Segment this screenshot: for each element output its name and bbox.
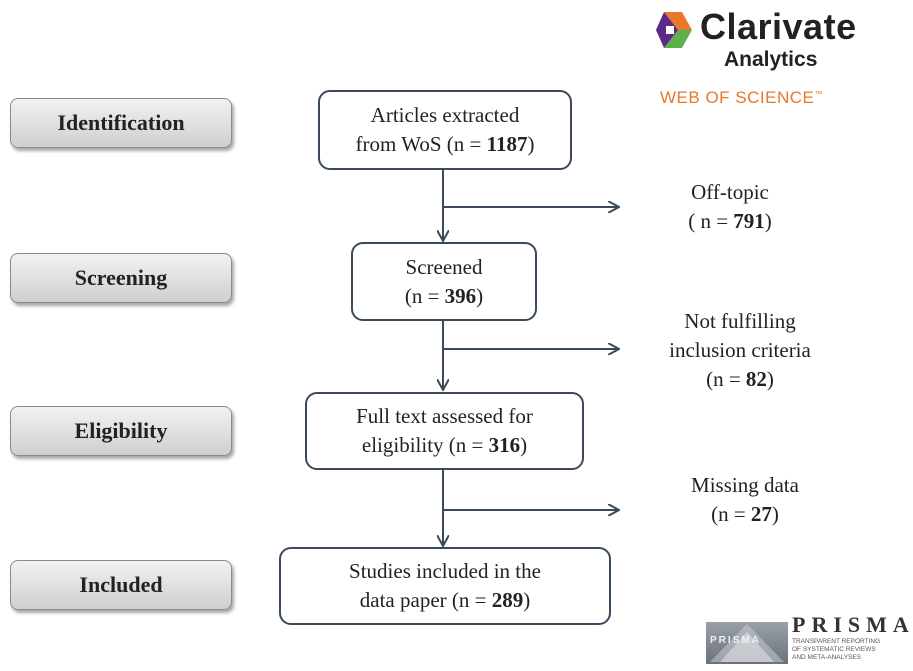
count-offtopic: 791 <box>733 209 765 233</box>
box-screened: Screened (n = 396) <box>351 242 537 321</box>
box-extracted-line2: from WoS (n = 1187) <box>355 132 535 156</box>
box-included-line1: Studies included in the <box>349 559 541 583</box>
count-extracted: 1187 <box>486 132 528 156</box>
prisma-logo: PRISMA PRISMA TRANSPARENT REPORTING of S… <box>706 612 912 670</box>
box-articles-extracted: Articles extracted from WoS (n = 1187) <box>318 90 572 170</box>
box-fulltext-assessed: Full text assessed for eligibility (n = … <box>305 392 584 470</box>
phase-included-label: Included <box>79 572 163 597</box>
missing-line2: (n = 27) <box>711 502 779 526</box>
phase-identification-label: Identification <box>57 110 185 135</box>
box-fulltext-line2: eligibility (n = 316) <box>361 433 528 457</box>
offtopic-line1: Off-topic <box>691 180 769 204</box>
exclusion-offtopic: Off-topic ( n = 791) <box>640 178 820 236</box>
clarivate-wordmark: Clarivate <box>700 6 857 47</box>
phase-screening: Screening <box>10 253 232 303</box>
box-extracted-line1: Articles extracted <box>370 103 520 127</box>
count-fulltext: 316 <box>488 433 521 457</box>
phase-eligibility: Eligibility <box>10 406 232 456</box>
missing-line1: Missing data <box>691 473 799 497</box>
exclusion-missing-data: Missing data (n = 27) <box>660 471 830 529</box>
prisma-title: PRISMA <box>792 612 913 637</box>
notfulfilling-line3: (n = 82) <box>706 367 774 391</box>
notfulfilling-line1: Not fulfilling <box>684 309 796 333</box>
box-screened-line2: (n = 396) <box>404 283 484 308</box>
box-screened-line1: Screened <box>405 254 483 279</box>
count-notfulfilling: 82 <box>745 367 767 391</box>
box-studies-included: Studies included in the data paper (n = … <box>279 547 611 625</box>
phase-included: Included <box>10 560 232 610</box>
phase-identification: Identification <box>10 98 232 148</box>
prisma-subtitle: TRANSPARENT REPORTING of SYSTEMATIC REVI… <box>792 638 881 661</box>
count-included: 289 <box>491 588 524 612</box>
notfulfilling-line2: inclusion criteria <box>669 338 811 362</box>
box-fulltext-line1: Full text assessed for <box>356 404 533 428</box>
web-of-science-wordmark: WEB OF SCIENCE™ <box>660 88 823 107</box>
analytics-wordmark: Analytics <box>724 48 818 71</box>
offtopic-line2: ( n = 791) <box>688 209 772 233</box>
phase-eligibility-label: Eligibility <box>74 418 168 443</box>
clarivate-logo: Clarivate Analytics WEB OF SCIENCE™ <box>652 6 862 116</box>
prisma-badge-icon: PRISMA <box>706 622 788 664</box>
clarivate-mark-icon <box>656 12 692 48</box>
box-included-line2: data paper (n = 289) <box>359 588 531 612</box>
count-screened: 396 <box>444 283 477 308</box>
count-missing: 27 <box>750 502 772 526</box>
phase-screening-label: Screening <box>74 265 168 290</box>
exclusion-not-fulfilling: Not fulfilling inclusion criteria (n = 8… <box>640 307 840 394</box>
